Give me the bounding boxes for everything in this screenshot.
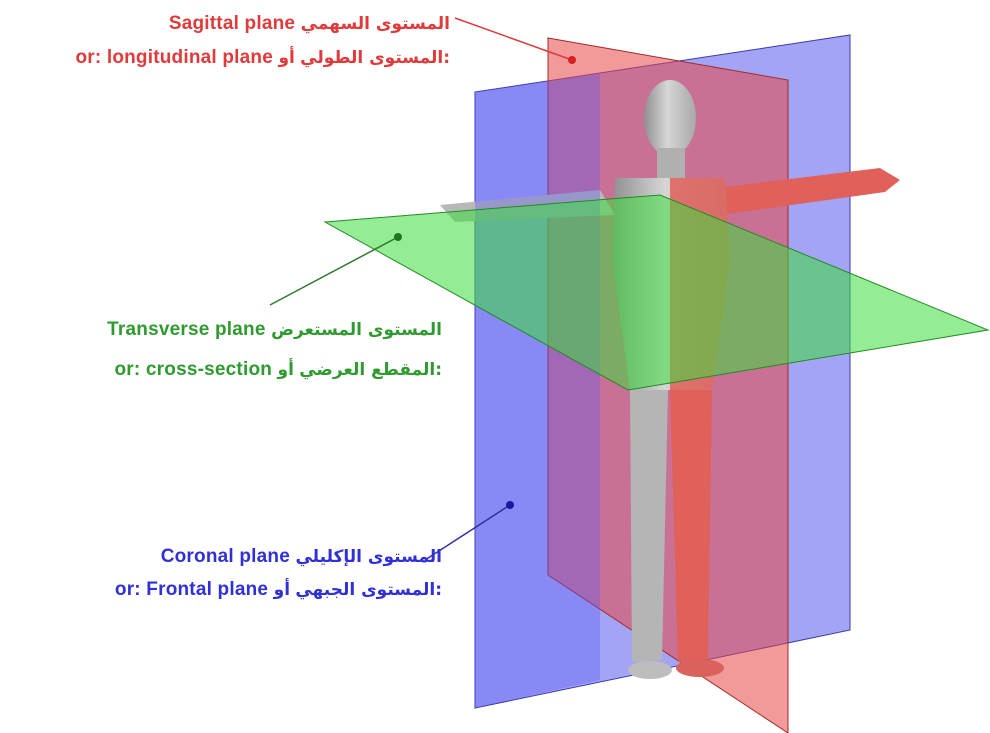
transverse-label-line2: or: cross-section المقطع العرضي أو:	[115, 358, 443, 382]
sagittal-leader-line	[454, 17, 573, 61]
sagittal-label-en: Sagittal plane	[168, 13, 296, 34]
transverse-label-ar: المستوى المستعرض	[271, 320, 442, 340]
coronal-alt-prefix: أو:	[273, 580, 442, 600]
sagittal-label-line1: Sagittal plane المستوى السهمي	[169, 12, 450, 36]
coronal-leader-line	[424, 504, 511, 561]
sagittal-dot	[568, 56, 576, 64]
sagittal-label-line2: or: longitudinal plane المستوى الطولي أو…	[75, 46, 450, 70]
transverse-label-en: Transverse plane	[107, 319, 266, 340]
coronal-alt-en: or: Frontal plane	[114, 579, 269, 600]
transverse-alt-en: or: cross-section	[114, 359, 273, 380]
coronal-label-en: Coronal plane	[160, 546, 290, 567]
coronal-label-line1: Coronal plane المستوى الإكليلي	[161, 545, 442, 569]
transverse-leader-line	[269, 236, 399, 306]
coronal-dot	[506, 501, 514, 509]
coronal-plane-front	[475, 74, 600, 708]
coronal-label-line2: or: Frontal plane المستوى الجبهي أو:	[115, 578, 442, 602]
transverse-label-line1: Transverse plane المستوى المستعرض	[107, 318, 442, 342]
transverse-alt-prefix: أو:	[277, 360, 442, 380]
sagittal-alt-ar: المستوى الطولي	[300, 48, 444, 68]
coronal-alt-ar: المستوى الجبهي	[295, 580, 436, 600]
sagittal-alt-en: or: longitudinal plane	[75, 47, 273, 68]
coronal-label-ar: المستوى الإكليلي	[295, 547, 442, 567]
transverse-alt-ar: المقطع العرضي	[299, 360, 436, 380]
sagittal-label-ar: المستوى السهمي	[300, 14, 450, 34]
transverse-plane	[323, 194, 990, 391]
transverse-dot	[394, 233, 402, 241]
sagittal-alt-prefix: أو:	[278, 48, 450, 68]
